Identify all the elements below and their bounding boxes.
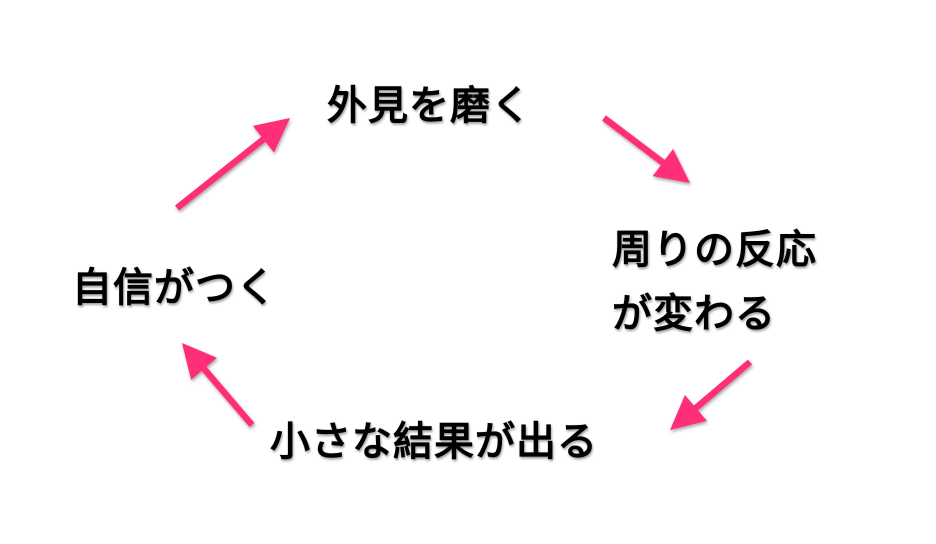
node-label-line-1: 周りの反応 [612, 227, 817, 273]
cycle-node-polish-appearance: 外見を磨く [327, 74, 532, 138]
cycle-node-reactions-change: 周りの反応 が変わる [612, 218, 817, 346]
node-label: 外見を磨く [327, 83, 532, 129]
cycle-node-gain-confidence: 自信がつく [72, 256, 277, 320]
node-label-line-2: が変わる [612, 291, 776, 337]
arrow-top-to-right [602, 115, 690, 183]
arrow-left-to-top [175, 118, 290, 211]
cycle-node-small-results: 小さな結果が出る [270, 410, 598, 474]
node-label: 小さな結果が出る [270, 419, 598, 465]
arrow-right-to-bottom [670, 359, 753, 430]
node-label: 自信がつく [72, 265, 277, 311]
arrow-bottom-to-left [182, 343, 255, 428]
